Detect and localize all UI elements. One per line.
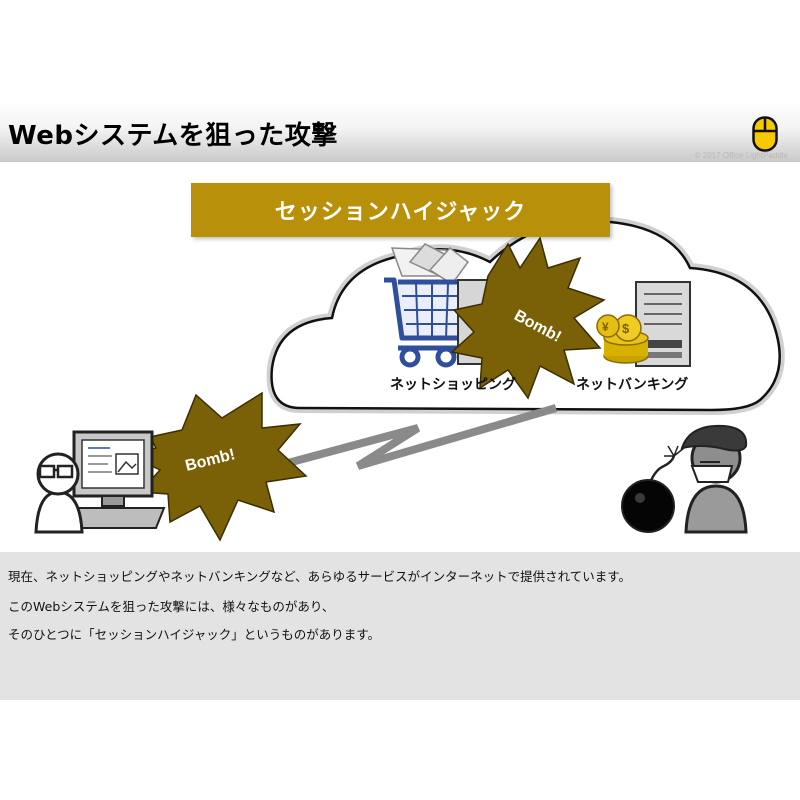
slide-title: Webシステムを狙った攻撃 (8, 121, 338, 151)
slide-header (0, 100, 800, 162)
copyright-text: © 2017 Office LightPaddle (694, 151, 788, 160)
attack-illustration: $ ¥ (34, 215, 785, 542)
bomb-burst-right (450, 236, 606, 400)
coins-icon: $ ¥ (596, 314, 649, 364)
banking-label: ネットバンキング (576, 377, 689, 393)
svg-text:$: $ (622, 321, 630, 336)
shopping-cart-icon (384, 243, 479, 368)
user-avatar (34, 452, 84, 534)
description-line-3: そのひとつに「セッションハイジャック」というものがあります。 (8, 627, 381, 642)
bomb-icon (621, 445, 685, 533)
mouse-icon (752, 116, 778, 152)
attack-path-line (230, 404, 558, 482)
hacker-avatar (680, 424, 748, 534)
description-panel (0, 552, 800, 700)
description-line-1: 現在、ネットショッピングやネットバンキングなど、あらゆるサービスがインターネット… (8, 569, 632, 584)
svg-text:¥: ¥ (602, 320, 609, 334)
description-line-2: このWebシステムを狙った攻撃には、様々なものがあり、 (8, 599, 335, 614)
shopping-label: ネットショッピング (390, 377, 516, 393)
session-hijack-banner: セッションハイジャック (191, 183, 610, 237)
